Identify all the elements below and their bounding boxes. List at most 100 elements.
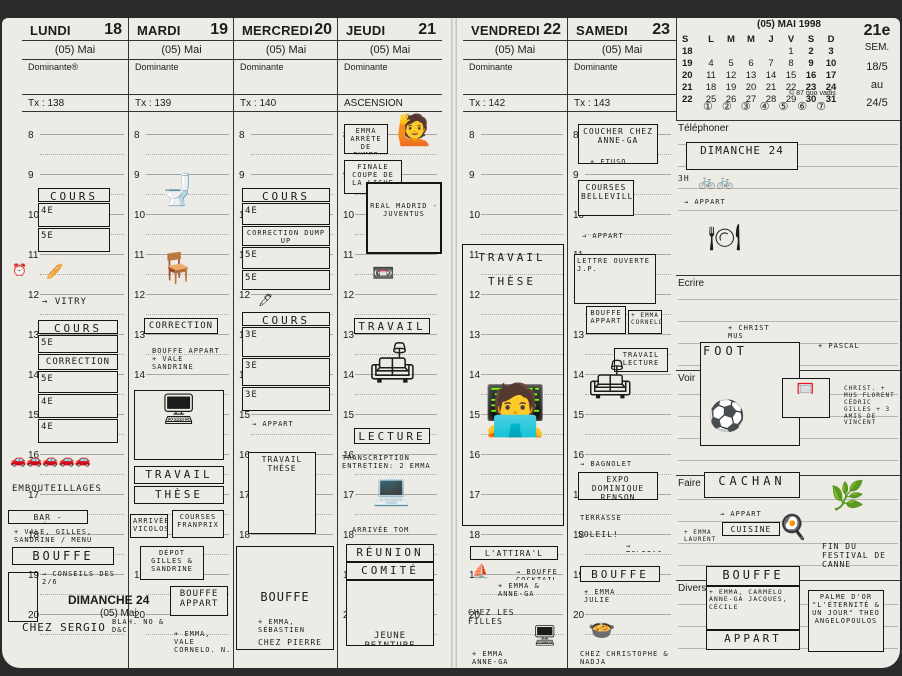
- note-mardi-bouffe: BOUFFE APPART + VALE SANDRINE: [152, 347, 220, 371]
- note-samedi-terrasse: TERRASSE: [580, 514, 622, 522]
- dimanche-left-num: 24: [136, 593, 150, 606]
- calendar-day-cell: 23: [805, 82, 817, 93]
- hour-label: 18: [343, 530, 355, 540]
- hour-line: [146, 194, 229, 195]
- calendar-day-cell: [761, 46, 781, 58]
- hour-label: 11: [28, 250, 39, 260]
- note-jeudi-peinture: JEUNE PEINTURE: [346, 580, 434, 646]
- note-jeudi-transcription: TRANSCRIPTION ENTRETIEN: 2 EMMA: [342, 454, 431, 471]
- palm-leaf-sketch: 🌿: [830, 479, 866, 512]
- hour-label: 16: [239, 450, 251, 460]
- hour-line: [481, 234, 563, 235]
- calendar-day-cell: 3: [828, 46, 834, 57]
- hour-label: 9: [239, 170, 245, 180]
- boat-sketch: ⛵: [472, 564, 491, 580]
- hour-line: [355, 394, 437, 395]
- calendar-day-cell: 29: [785, 94, 797, 105]
- note-samedi-travail: TRAVAIL LECTURE: [614, 348, 668, 372]
- hour-line: [251, 294, 333, 295]
- tx-label: Tx : 142: [463, 95, 567, 112]
- note-dimanche-emma: + EMMA LAURENT: [684, 529, 717, 543]
- hour-label: 13: [469, 330, 481, 340]
- calendar-day-cell: 15: [785, 70, 797, 81]
- calendar-day-cell: 21: [765, 82, 777, 93]
- note-mercredi-travail: TRAVAIL THÈSE: [248, 452, 316, 534]
- section-line: [678, 499, 898, 500]
- dominante-field: Dominante: [129, 59, 234, 95]
- note-jeudi-lecture: LECTURE: [354, 428, 430, 444]
- hour-label: 15: [28, 410, 40, 420]
- note-dimanche-palme: PALME D'OR "L'ÉTERNITÉ & UN JOUR" THEO A…: [808, 590, 884, 652]
- note-jeudi-tom: ARRIVÉE TOM: [352, 526, 410, 534]
- hour-label: 16: [28, 450, 40, 460]
- hour-line: [355, 294, 437, 295]
- day-number: 20: [314, 21, 332, 38]
- hour-label: 8: [134, 130, 140, 140]
- calendar-header-cell: S: [682, 34, 689, 45]
- calendar-day-cell: 11: [706, 70, 716, 81]
- hour-line: [146, 294, 229, 295]
- note-dimanche-cuisine: CUISINE: [722, 522, 780, 536]
- hour-line: [585, 414, 671, 415]
- hour-label: 20: [573, 610, 585, 620]
- hour-line: [355, 134, 437, 135]
- hour-line: [585, 234, 671, 235]
- calendar-header-cell: V: [787, 34, 795, 45]
- book-spine: [451, 18, 457, 668]
- hour-line: [585, 554, 671, 555]
- note-samedi-emma: + EMMA CORNELO: [628, 310, 662, 334]
- hour-line: [146, 174, 229, 175]
- hour-line: [481, 274, 563, 275]
- calendar-header-cell: M: [727, 34, 735, 45]
- note-samedi-bouffe2: BOUFFE: [580, 566, 660, 582]
- tx-label: ASCENSION: [338, 95, 442, 112]
- hour-line: [481, 394, 563, 395]
- hour-line: [481, 354, 563, 355]
- hour-line: [146, 154, 229, 155]
- hour-line: [585, 634, 671, 635]
- hour-label: 18: [469, 530, 481, 540]
- calendar-day-cell: 20: [745, 82, 757, 93]
- week-block: 21e SEM. 18/5 au 24/5: [857, 22, 897, 109]
- calendar-day-cell: 7: [768, 58, 774, 69]
- hour-line: [146, 354, 229, 355]
- hour-label: 17: [343, 490, 355, 500]
- hour-line: [481, 454, 563, 455]
- calendar-day-cell: 8: [788, 58, 794, 69]
- hour-label: 8: [573, 130, 579, 140]
- hour-label: 10: [469, 210, 481, 220]
- calendar-day-cell: [741, 46, 761, 58]
- hour-line: [481, 614, 563, 615]
- hour-line: [585, 454, 671, 455]
- hour-label: 19: [469, 570, 481, 580]
- note-mardi-arrivee: ARRIVÉE VICOLOS: [130, 514, 168, 538]
- section-line: [678, 210, 898, 211]
- note-jeudi-tv: REAL MADRID - JUVENTUS: [366, 182, 442, 254]
- hour-line: [481, 494, 563, 495]
- calendar-header-cell: D: [827, 34, 835, 45]
- cars-sketch: 🚗🚗🚗🚗🚗: [10, 453, 91, 468]
- note-jeudi-travail: TRAVAIL: [354, 318, 430, 334]
- weekday-circles: ①②③④⑤⑥⑦: [703, 101, 836, 113]
- section-telephoner: Téléphoner: [676, 120, 900, 276]
- day-name: SAMEDI: [576, 23, 628, 38]
- day-number: 21: [418, 21, 436, 38]
- note-vendredi-emma2: + EMMA ANNE-GA: [472, 650, 509, 666]
- day-name: VENDREDI: [471, 23, 540, 38]
- calendar-day-cell: 5: [728, 58, 734, 69]
- calendar-day-cell: 26: [725, 94, 737, 105]
- hour-line: [481, 634, 563, 635]
- hour-label: 20: [28, 610, 40, 620]
- hour-line: [40, 494, 124, 495]
- note-lundi-bouffe: BOUFFE: [12, 547, 114, 565]
- clock-icon: ⏰: [12, 263, 28, 276]
- note-lundi-correction: CORRECTION: [38, 354, 118, 370]
- calendar-header-cell: S: [807, 34, 815, 45]
- toilet-sketch: 🚽: [158, 173, 198, 208]
- hour-label: 16: [343, 450, 355, 460]
